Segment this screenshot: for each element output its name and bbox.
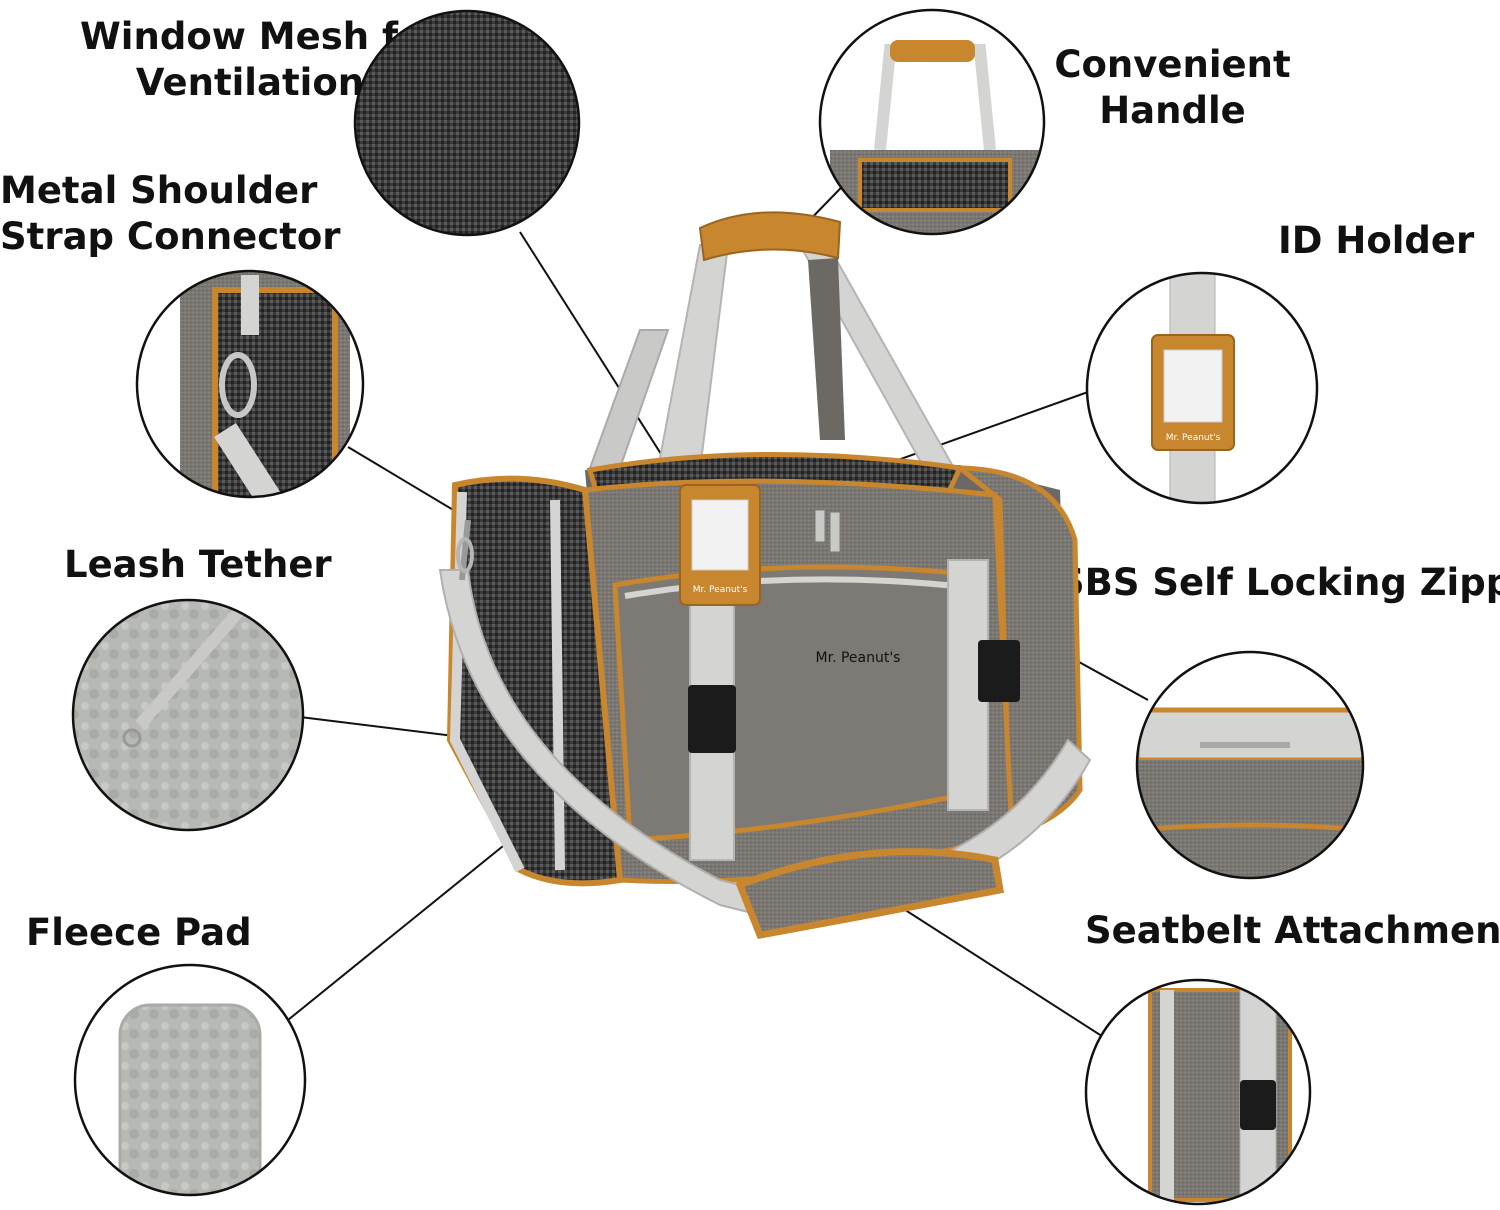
- id-holder-label: ID Holder: [1278, 219, 1475, 262]
- detail-circle-seatbelt: [1084, 978, 1312, 1206]
- brand-logo: Mr. Peanut's: [816, 650, 901, 666]
- handle-grip: [698, 211, 842, 262]
- id-holder-tag-brand: Mr. Peanut's: [1166, 433, 1221, 443]
- shoulder-connector-label: Metal Shoulder Strap Connector: [0, 168, 341, 260]
- shoulder-connector-label-line1: Metal Shoulder: [0, 169, 318, 212]
- zipper-label: SBS Self Locking Zipper: [1058, 561, 1500, 604]
- seatbelt-label: Seatbelt Attachment: [1085, 909, 1500, 952]
- leash-tether-label: Leash Tether: [64, 543, 332, 586]
- window-mesh-label: Window Mesh for Ventilation: [80, 14, 442, 106]
- pet-carrier-bag: Mr. Peanut's Mr. Peanut's: [438, 211, 1092, 939]
- shoulder-strap: [438, 569, 1092, 917]
- handle-label: Convenient Handle: [1050, 42, 1295, 134]
- handle-label-line1: Convenient: [1054, 43, 1291, 86]
- handle-label-line2: Handle: [1099, 89, 1246, 132]
- detail-circle-window-mesh: [353, 9, 581, 237]
- detail-circle-leash-tether: [71, 598, 305, 832]
- leader-line-fleece: [287, 841, 509, 1021]
- buckle-right: [978, 640, 1020, 702]
- detail-circle-id-holder: Mr. Peanut's: [1085, 271, 1319, 505]
- detail-circle-handle: [818, 8, 1046, 236]
- leader-line-connector: [347, 446, 471, 521]
- window-mesh-label-line2: Ventilation: [135, 61, 365, 104]
- detail-circle-shoulder-connector: [135, 269, 365, 499]
- detail-circle-fleece-pad: [73, 963, 307, 1197]
- id-tag-brand: Mr. Peanut's: [693, 585, 748, 595]
- detail-circle-zipper: [1135, 650, 1365, 880]
- leader-line-mesh: [519, 231, 669, 466]
- shoulder-pad: [735, 848, 1005, 939]
- shoulder-connector-label-line2: Strap Connector: [0, 215, 341, 258]
- fleece-pad-label: Fleece Pad: [26, 911, 252, 954]
- buckle-left: [688, 685, 736, 753]
